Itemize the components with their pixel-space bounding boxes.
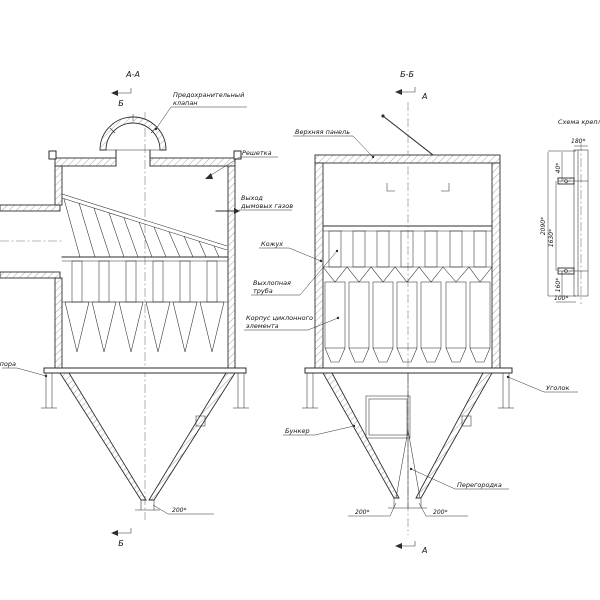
aa-section-mark-top: Б bbox=[111, 88, 132, 108]
svg-text:Выхлопная: Выхлопная bbox=[253, 279, 291, 287]
label-angle: Уголок bbox=[506, 375, 578, 393]
aa-legs bbox=[41, 373, 249, 409]
svg-text:Выход: Выход bbox=[241, 194, 263, 202]
label-grid: Решетка bbox=[205, 149, 278, 179]
svg-text:Верхняя панель: Верхняя панель bbox=[295, 128, 350, 136]
label-partition: Перегородка bbox=[409, 467, 509, 490]
svg-text:труба: труба bbox=[253, 287, 273, 295]
label-gas-outlet: Выход дымовых газов bbox=[239, 194, 293, 211]
svg-text:Кожух: Кожух bbox=[261, 240, 283, 248]
bb-opening-mark-left bbox=[386, 183, 395, 192]
bb-support-bracket bbox=[461, 415, 472, 427]
section-mark-a-top: А bbox=[421, 92, 427, 101]
aa-gas-flow-arrow bbox=[215, 208, 240, 214]
label-casing: Кожух bbox=[259, 240, 323, 263]
detail-channel bbox=[573, 149, 589, 297]
section-mark-b-bottom: Б bbox=[118, 539, 124, 548]
bb-cone-hood-row bbox=[322, 266, 493, 283]
bb-opening-mark-right bbox=[441, 183, 450, 192]
aa-section-mark-bottom: Б bbox=[111, 528, 132, 548]
svg-text:клапан: клапан bbox=[173, 99, 198, 107]
label-cyclone-body: Корпус циклонного элемента bbox=[244, 314, 340, 331]
label-top-panel: Верхняя панель bbox=[293, 128, 375, 159]
label-support: Опора bbox=[0, 360, 48, 378]
svg-text:Опора: Опора bbox=[0, 360, 16, 368]
mounting-detail: Схема крепления 180* 40* 2090* 1630* 160… bbox=[540, 118, 600, 304]
detail-dim-180: 180* bbox=[571, 138, 585, 145]
label-hopper: Бункер bbox=[283, 424, 356, 436]
aa-view-title: А-А bbox=[125, 70, 140, 79]
svg-text:Уголок: Уголок bbox=[546, 384, 569, 392]
svg-text:Решетка: Решетка bbox=[242, 149, 272, 157]
section-mark-a-bottom: А bbox=[421, 546, 427, 555]
aa-louver-grid bbox=[61, 193, 229, 262]
bb-hopper bbox=[322, 372, 493, 509]
aa-inlet-duct bbox=[0, 204, 61, 279]
bb-section-mark-top: А bbox=[395, 87, 427, 101]
view-aa: А-А Б bbox=[0, 70, 249, 548]
detail-dim-1630: 1630* bbox=[548, 229, 555, 247]
svg-text:дымовых газов: дымовых газов bbox=[240, 202, 293, 210]
bb-exhaust-pipes bbox=[322, 225, 493, 283]
callout-labels: Предохранительный клапан Решетка Выход д… bbox=[0, 91, 578, 490]
bb-outlet-dim-right-text: 200* bbox=[433, 509, 447, 516]
detail-dimensions: 180* 40* 2090* 1630* 160* 100* bbox=[540, 138, 588, 303]
aa-outlet-dimension: 200* bbox=[152, 504, 214, 515]
bb-valve-lever bbox=[381, 114, 434, 156]
svg-text:элемента: элемента bbox=[246, 322, 279, 330]
bb-body bbox=[314, 154, 501, 369]
svg-text:Корпус циклонного: Корпус циклонного bbox=[246, 314, 313, 322]
detail-dim-2090: 2090* bbox=[540, 217, 547, 235]
svg-text:Бункер: Бункер bbox=[285, 427, 310, 435]
section-mark-b-top: Б bbox=[118, 99, 124, 108]
aa-hopper bbox=[59, 372, 236, 511]
bb-outlet-dim-left-text: 200* bbox=[355, 509, 369, 516]
aa-outlet-dim-text: 200* bbox=[172, 507, 186, 514]
aa-cyclone-elements bbox=[62, 260, 228, 353]
aa-support-bracket bbox=[195, 415, 206, 427]
label-exhaust-pipe: Выхлопная труба bbox=[251, 249, 339, 296]
view-bb: Б-Б А bbox=[302, 70, 514, 555]
bb-cyclone-bodies bbox=[324, 281, 491, 363]
bb-access-door bbox=[365, 395, 411, 439]
svg-text:Перегородка: Перегородка bbox=[457, 481, 502, 489]
bb-legs bbox=[302, 373, 514, 409]
detail-dim-40: 40* bbox=[555, 163, 562, 174]
bb-view-title: Б-Б bbox=[400, 70, 414, 79]
bb-flange bbox=[304, 367, 513, 374]
bb-outlet-dimensions: 200* 200* bbox=[348, 502, 468, 517]
bb-section-mark-bottom: А bbox=[395, 541, 427, 555]
detail-dim-100: 100* bbox=[554, 295, 568, 302]
detail-dim-160: 160* bbox=[555, 278, 562, 292]
detail-title: Схема крепления bbox=[558, 118, 600, 126]
label-safety-valve: Предохранительный клапан bbox=[154, 91, 247, 131]
svg-text:Предохранительный: Предохранительный bbox=[173, 91, 244, 99]
aa-flange bbox=[43, 367, 247, 374]
